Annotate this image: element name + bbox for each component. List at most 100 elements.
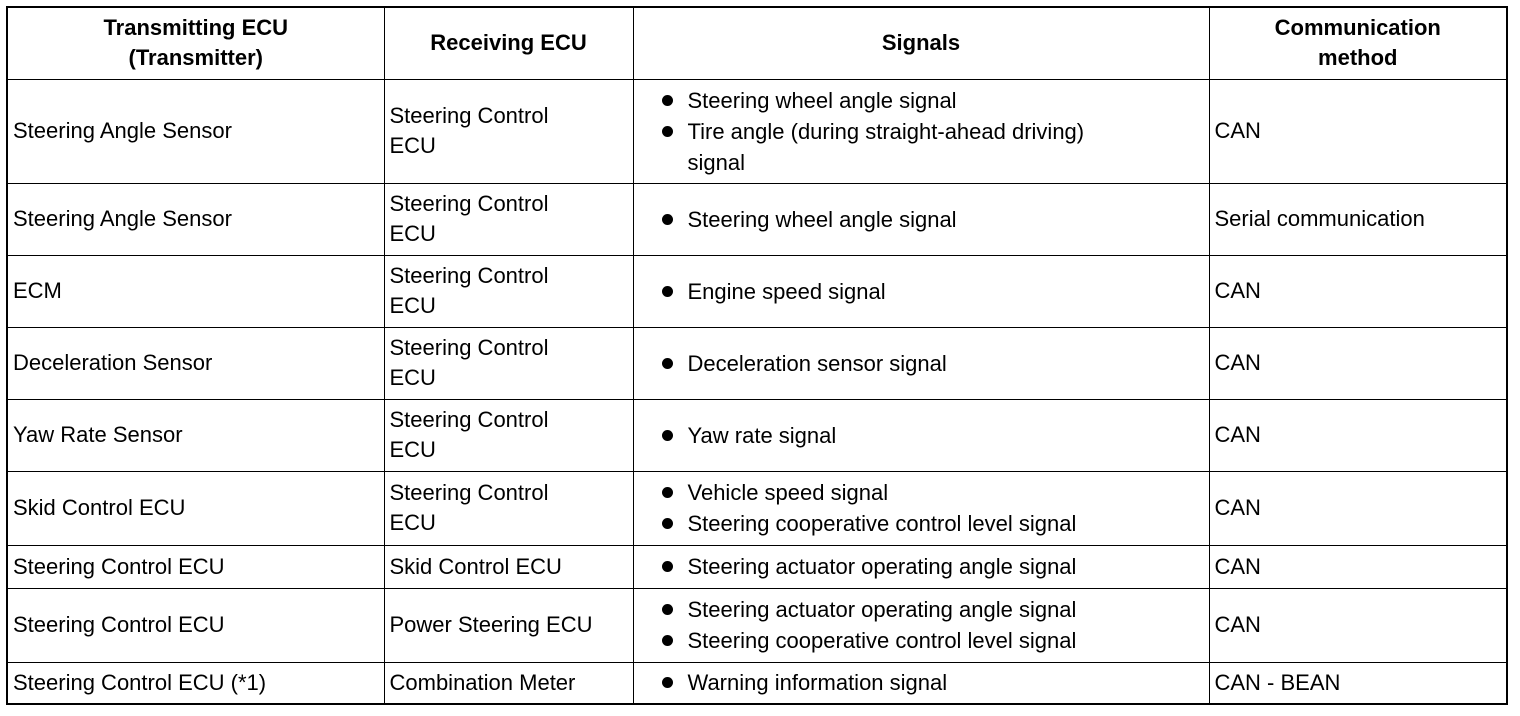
signal-item: Steering cooperative control level signa… bbox=[639, 508, 1204, 539]
signal-text: signal bbox=[687, 149, 745, 175]
signals-list: Steering wheel angle signal bbox=[639, 204, 1204, 235]
bullet-icon bbox=[661, 518, 673, 529]
receiver-text: ECU bbox=[389, 437, 436, 462]
bullet-icon bbox=[661, 635, 673, 646]
receiver-text: Skid Control ECU bbox=[389, 553, 562, 579]
signals-cell: Yaw rate signal bbox=[632, 398, 1210, 472]
table-row: Steering Control ECU (*1) Combination Me… bbox=[6, 661, 1508, 705]
signals-list: Engine speed signal bbox=[639, 276, 1204, 307]
signal-item: Vehicle speed signal bbox=[639, 477, 1204, 508]
transmitter-cell: Steering Angle Sensor bbox=[6, 182, 385, 256]
receiver-text: Steering Control bbox=[389, 407, 549, 432]
signal-text: Deceleration sensor signal bbox=[687, 350, 947, 376]
method-cell: CAN bbox=[1208, 78, 1508, 184]
signal-item: Steering wheel angle signal bbox=[639, 85, 1204, 116]
receiver-text: ECU bbox=[389, 221, 436, 246]
signal-text: Tire angle (during straight-ahead drivin… bbox=[687, 118, 1085, 144]
table-row: Steering Angle Sensor Steering Control E… bbox=[6, 182, 1508, 256]
receiver-text: ECU bbox=[389, 510, 436, 535]
header-transmitting-ecu: Transmitting ECU (Transmitter) bbox=[6, 6, 385, 80]
ecu-communication-table: Transmitting ECU (Transmitter) Receiving… bbox=[6, 6, 1508, 705]
signal-item: Tire angle (during straight-ahead drivin… bbox=[639, 116, 1204, 178]
signal-item: Steering actuator operating angle signal bbox=[639, 594, 1204, 625]
signals-list: Warning information signal bbox=[639, 667, 1204, 698]
header-text: (Transmitter) bbox=[128, 45, 263, 71]
transmitter-cell: Steering Control ECU (*1) bbox=[6, 661, 385, 705]
method-cell: CAN bbox=[1208, 326, 1508, 400]
signal-text: Steering actuator operating angle signal bbox=[687, 554, 1077, 579]
receiver-cell: Steering Control ECU bbox=[383, 398, 634, 472]
method-cell: CAN bbox=[1208, 544, 1508, 589]
ecu-communication-table-wrapper: Transmitting ECU (Transmitter) Receiving… bbox=[6, 6, 1508, 705]
table-row: Steering Angle Sensor Steering Control E… bbox=[6, 78, 1508, 184]
signals-cell: Steering actuator operating angle signal bbox=[632, 544, 1210, 589]
signals-cell: Deceleration sensor signal bbox=[632, 326, 1210, 400]
receiver-text: Steering Control bbox=[389, 191, 549, 216]
bullet-icon bbox=[661, 487, 673, 498]
bullet-icon bbox=[661, 561, 673, 572]
signal-text: Vehicle speed signal bbox=[687, 480, 889, 505]
signals-list: Steering actuator operating angle signal bbox=[639, 551, 1204, 582]
method-cell: Serial communication bbox=[1208, 182, 1508, 256]
signals-list: Vehicle speed signal Steering cooperativ… bbox=[639, 477, 1204, 539]
signal-item: Engine speed signal bbox=[639, 276, 1204, 307]
receiver-text: Steering Control bbox=[389, 335, 549, 360]
bullet-icon bbox=[661, 94, 673, 106]
signal-text: Steering cooperative control level signa… bbox=[687, 511, 1077, 536]
signals-cell: Engine speed signal bbox=[632, 254, 1210, 328]
receiver-cell: Skid Control ECU bbox=[383, 544, 634, 589]
signals-list: Steering wheel angle signal Tire angle (… bbox=[639, 85, 1204, 178]
receiver-cell: Steering Control ECU bbox=[383, 326, 634, 400]
signals-cell: Warning information signal bbox=[632, 661, 1210, 705]
bullet-icon bbox=[661, 357, 673, 369]
receiver-cell: Power Steering ECU bbox=[383, 587, 634, 663]
signals-cell: Steering wheel angle signal Tire angle (… bbox=[632, 78, 1210, 184]
header-text: Communication bbox=[1274, 15, 1441, 41]
signals-cell: Steering wheel angle signal bbox=[632, 182, 1210, 256]
receiver-cell: Steering Control ECU bbox=[383, 470, 634, 546]
signal-text: Steering wheel angle signal bbox=[687, 87, 957, 113]
receiver-text: ECU bbox=[389, 293, 436, 318]
receiver-cell: Steering Control ECU bbox=[383, 78, 634, 184]
table-row: Skid Control ECU Steering Control ECU Ve… bbox=[6, 470, 1508, 546]
method-cell: CAN - BEAN bbox=[1208, 661, 1508, 705]
transmitter-cell: Steering Control ECU bbox=[6, 587, 385, 663]
transmitter-cell: Skid Control ECU bbox=[6, 470, 385, 546]
table-row: ECM Steering Control ECU Engine speed si… bbox=[6, 254, 1508, 328]
header-signals: Signals bbox=[632, 6, 1210, 80]
method-cell: CAN bbox=[1208, 254, 1508, 328]
bullet-icon bbox=[661, 429, 673, 441]
header-text: Transmitting ECU bbox=[103, 15, 289, 41]
transmitter-cell: ECM bbox=[6, 254, 385, 328]
table-header-row: Transmitting ECU (Transmitter) Receiving… bbox=[6, 6, 1508, 80]
signal-item: Steering actuator operating angle signal bbox=[639, 551, 1204, 582]
method-cell: CAN bbox=[1208, 470, 1508, 546]
signal-text: Steering actuator operating angle signal bbox=[687, 597, 1077, 622]
signal-item: Yaw rate signal bbox=[639, 420, 1204, 451]
transmitter-cell: Steering Angle Sensor bbox=[6, 78, 385, 184]
bullet-icon bbox=[661, 285, 673, 297]
signal-item: Warning information signal bbox=[639, 667, 1204, 698]
table-row: Steering Control ECU Skid Control ECU St… bbox=[6, 544, 1508, 589]
signals-list: Steering actuator operating angle signal… bbox=[639, 594, 1204, 656]
signals-cell: Vehicle speed signal Steering cooperativ… bbox=[632, 470, 1210, 546]
signal-text: Engine speed signal bbox=[687, 278, 886, 304]
receiver-text: Steering Control bbox=[389, 103, 549, 128]
bullet-icon bbox=[661, 125, 673, 137]
receiver-text: Power Steering ECU bbox=[389, 612, 593, 637]
signal-text: Warning information signal bbox=[687, 670, 948, 696]
signal-item: Steering wheel angle signal bbox=[639, 204, 1204, 235]
signals-list: Deceleration sensor signal bbox=[639, 348, 1204, 379]
bullet-icon bbox=[661, 213, 673, 225]
table-row: Yaw Rate Sensor Steering Control ECU Yaw… bbox=[6, 398, 1508, 472]
signals-list: Yaw rate signal bbox=[639, 420, 1204, 451]
signal-item: Deceleration sensor signal bbox=[639, 348, 1204, 379]
bullet-icon bbox=[661, 604, 673, 615]
transmitter-cell: Steering Control ECU bbox=[6, 544, 385, 589]
table-row: Steering Control ECU Power Steering ECU … bbox=[6, 587, 1508, 663]
header-receiving-ecu: Receiving ECU bbox=[383, 6, 634, 80]
signal-text: Steering cooperative control level signa… bbox=[687, 628, 1077, 653]
receiver-text: ECU bbox=[389, 365, 436, 390]
receiver-cell: Steering Control ECU bbox=[383, 182, 634, 256]
transmitter-cell: Yaw Rate Sensor bbox=[6, 398, 385, 472]
